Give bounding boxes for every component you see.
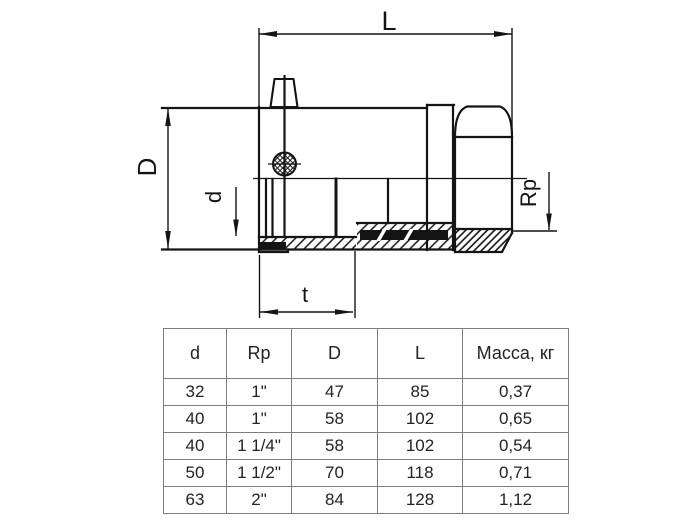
dimension-label-L: L [381, 6, 396, 36]
table-cell: 1" [226, 378, 292, 406]
arrowhead [546, 213, 552, 231]
table-cell: 1" [226, 405, 292, 433]
arrowhead [335, 309, 353, 315]
dimension-label-d: d [201, 191, 226, 203]
table-cell: 58 [291, 405, 378, 433]
table-cell: 40 [163, 432, 227, 460]
dimension-label-Rp: Rp [516, 179, 541, 207]
table-cell: 102 [377, 432, 463, 460]
table-cell: 47 [291, 378, 378, 406]
arrowhead [165, 231, 171, 249]
table-cell: 1 1/4" [226, 432, 292, 460]
section-hatching [259, 223, 512, 252]
arrowhead [494, 31, 512, 37]
table-cell: 0,37 [462, 378, 569, 406]
table-header-row: d Rp D L Масса, кг [163, 328, 569, 379]
column-header-L: L [377, 328, 463, 379]
table-row: 40 1" 58 102 0,65 [163, 405, 569, 433]
column-header-D: D [291, 328, 378, 379]
table-cell: 1 1/2" [226, 459, 292, 487]
arrowhead [233, 219, 239, 237]
column-header-mass: Масса, кг [462, 328, 569, 379]
dimension-label-t: t [302, 282, 308, 307]
column-header-rp: Rp [226, 328, 292, 379]
table-cell: 85 [377, 378, 463, 406]
arrowhead [260, 309, 278, 315]
table-cell: 102 [377, 405, 463, 433]
table-cell: 40 [163, 405, 227, 433]
arrowhead [165, 108, 171, 126]
technical-drawing: L D d Rp t [132, 6, 557, 318]
table-cell: 63 [163, 486, 227, 514]
table-cell: 128 [377, 486, 463, 514]
table-cell: 0,71 [462, 459, 569, 487]
table-cell: 58 [291, 432, 378, 460]
table-cell: 84 [291, 486, 378, 514]
column-header-d: d [163, 328, 227, 379]
table-row: 50 1 1/2" 70 118 0,71 [163, 459, 569, 487]
table-cell: 0,65 [462, 405, 569, 433]
table-row: 40 1 1/4" 58 102 0,54 [163, 432, 569, 460]
fitting-outline [160, 103, 514, 254]
table-cell: 50 [163, 459, 227, 487]
table-row: 63 2" 84 128 1,12 [163, 486, 569, 514]
table-cell: 0,54 [462, 432, 569, 460]
table-cell: 32 [163, 378, 227, 406]
spec-table: d Rp D L Масса, кг 32 1" 47 85 0,37 40 1… [163, 328, 569, 514]
dimension-label-D: D [132, 158, 162, 177]
table-cell: 70 [291, 459, 378, 487]
thread-profile [360, 229, 448, 241]
arrowhead [259, 31, 277, 37]
table-cell: 118 [377, 459, 463, 487]
table-cell: 1,12 [462, 486, 569, 514]
dimension-L [258, 28, 513, 137]
table-row: 32 1" 47 85 0,37 [163, 378, 569, 406]
table-cell: 2" [226, 486, 292, 514]
